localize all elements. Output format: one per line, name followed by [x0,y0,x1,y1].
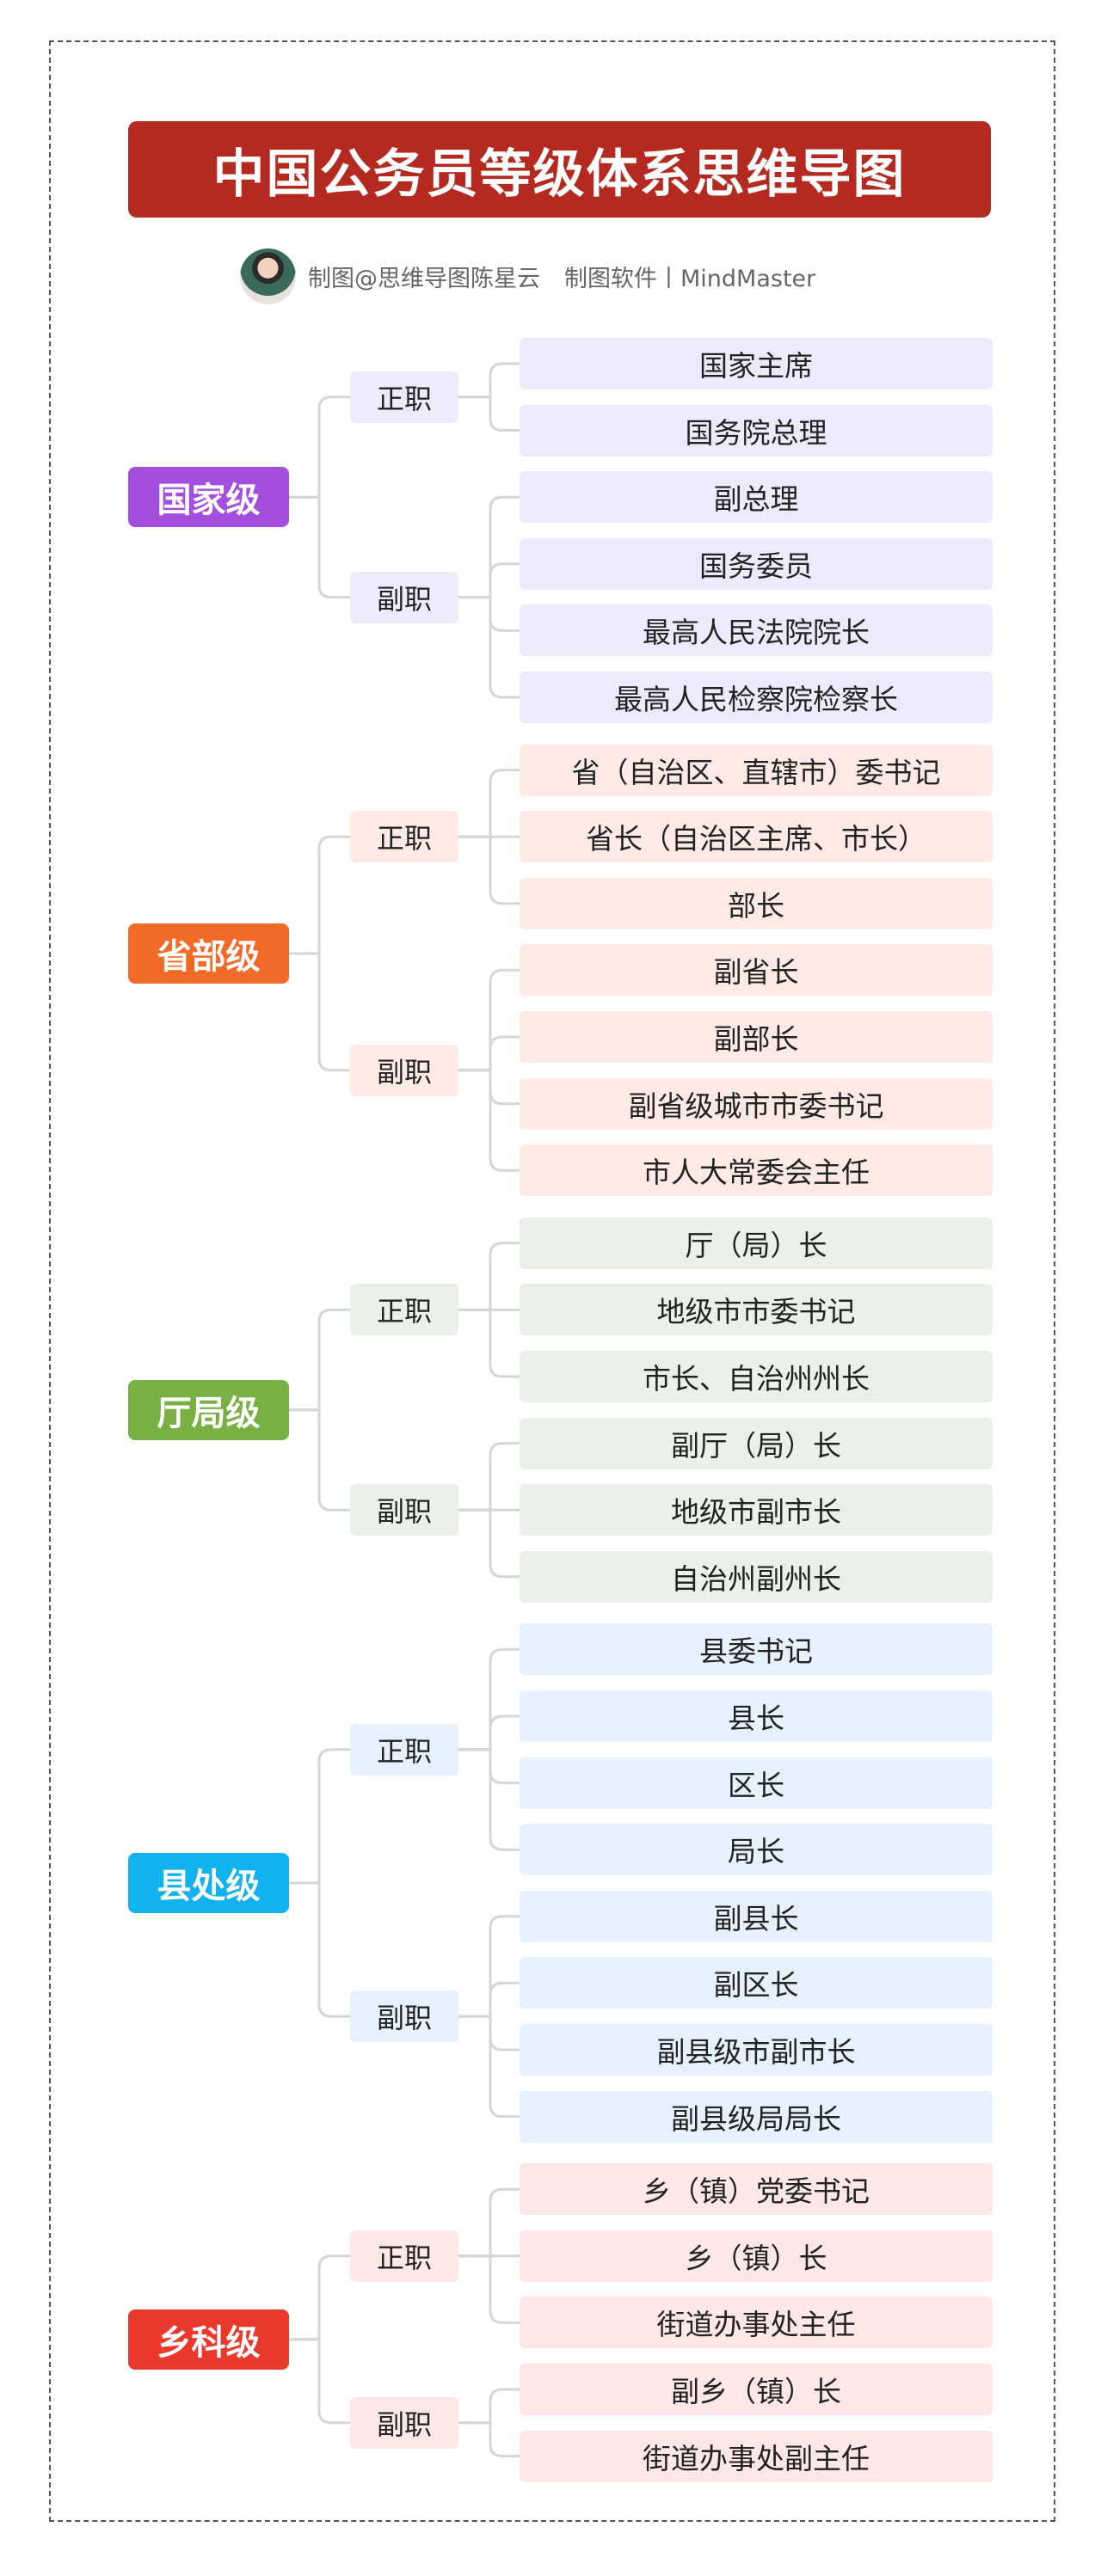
group-connector [458,1069,520,1172]
position-node[interactable]: 市长、自治州州长 [520,1351,993,1402]
level-node[interactable]: 国家级 [128,467,289,528]
position-node[interactable]: 县长 [520,1690,993,1742]
group-connector [458,1308,520,1378]
position-node[interactable]: 国务院总理 [520,404,993,457]
author-credit: 制图@思维导图陈星云 [308,266,540,292]
level-connector [289,2338,350,2425]
group-connector [458,769,520,838]
position-node[interactable]: 副省长 [520,944,993,997]
author-line: 制图@思维导图陈星云 制图软件丨MindMaster [240,248,840,304]
group-connector [458,2421,520,2458]
position-node[interactable]: 最高人民检察院检察长 [520,672,993,723]
level-node[interactable]: 县处级 [128,1853,289,1913]
level-connector [289,495,350,599]
position-node[interactable]: 地级市副市长 [520,1484,993,1536]
position-node[interactable]: 副县级局局长 [520,2090,993,2143]
rank-deputy-node[interactable]: 副职 [350,571,458,623]
position-node[interactable]: 国务委员 [520,537,993,590]
rank-principal-node[interactable]: 正职 [350,1723,458,1776]
position-node[interactable]: 副厅（局）长 [520,1417,993,1469]
position-node[interactable]: 部长 [520,877,993,929]
position-node[interactable]: 国家主席 [520,338,993,389]
group-connector [458,2187,520,2258]
level-connector [289,396,350,499]
group-connector [458,1981,520,2018]
rank-deputy-node[interactable]: 副职 [350,2396,458,2449]
group-connector [458,1442,520,1512]
position-node[interactable]: 县委书记 [520,1623,993,1676]
group-connector [458,2254,520,2324]
position-node[interactable]: 省长（自治区主席、市长） [520,811,993,863]
group-connector [458,1242,520,1311]
group-connector [458,495,520,599]
group-connector [458,1915,520,2018]
level-connector [289,1408,350,1512]
group-connector [458,596,520,699]
level-node[interactable]: 厅局级 [128,1379,289,1440]
group-connector [458,396,520,432]
rank-principal-node[interactable]: 正职 [350,1284,458,1336]
position-node[interactable]: 街道办事处副主任 [520,2430,993,2482]
rank-deputy-node[interactable]: 副职 [350,1484,458,1536]
group-connector [458,2015,520,2119]
rank-principal-node[interactable]: 正职 [350,811,458,863]
rank-principal-node[interactable]: 正职 [350,371,458,423]
group-connector [458,835,520,905]
position-node[interactable]: 最高人民法院院长 [520,604,993,657]
position-node[interactable]: 厅（局）长 [520,1217,993,1269]
position-node[interactable]: 自治州副州长 [520,1550,993,1603]
level-node[interactable]: 乡科级 [128,2309,289,2370]
position-node[interactable]: 地级市市委书记 [520,1284,993,1336]
group-connector [458,362,520,399]
rank-deputy-node[interactable]: 副职 [350,1990,458,2043]
position-node[interactable]: 局长 [520,1824,993,1876]
rank-deputy-node[interactable]: 副职 [350,1044,458,1096]
group-connector [458,1748,520,1851]
position-node[interactable]: 市人大常委会主任 [520,1144,993,1197]
position-node[interactable]: 副部长 [520,1011,993,1063]
group-connector [458,2388,520,2425]
position-node[interactable]: 副县长 [520,1890,993,1942]
position-node[interactable]: 省（自治区、直辖市）委书记 [520,744,993,796]
position-node[interactable]: 乡（镇）长 [520,2229,993,2282]
level-connector [289,2254,350,2341]
dashed-frame [49,40,1055,2522]
level-connector [289,1308,350,1412]
group-connector [458,1647,520,1751]
page-title: 中国公务员等级体系思维导图 [128,121,991,218]
group-connector [458,1508,520,1579]
position-node[interactable]: 副县级市副市长 [520,2024,993,2076]
level-connector [289,1748,350,1885]
level-connector [289,1881,350,2018]
group-connector [458,968,520,1072]
position-node[interactable]: 副省级城市市委书记 [520,1077,993,1130]
level-node[interactable]: 省部级 [128,923,289,984]
level-connector [289,835,350,955]
group-connector [458,1714,520,1751]
position-node[interactable]: 副乡（镇）长 [520,2364,993,2415]
position-node[interactable]: 副总理 [520,471,993,524]
group-connector [458,1035,520,1072]
group-connector [458,562,520,599]
position-node[interactable]: 区长 [520,1757,993,1809]
level-connector [289,952,350,1072]
software-credit: 制图软件丨MindMaster [564,266,816,292]
rank-principal-node[interactable]: 正职 [350,2229,458,2282]
position-node[interactable]: 乡（镇）党委书记 [520,2163,993,2216]
position-node[interactable]: 副区长 [520,1957,993,2009]
position-node[interactable]: 街道办事处主任 [520,2297,993,2349]
author-avatar [240,248,296,304]
